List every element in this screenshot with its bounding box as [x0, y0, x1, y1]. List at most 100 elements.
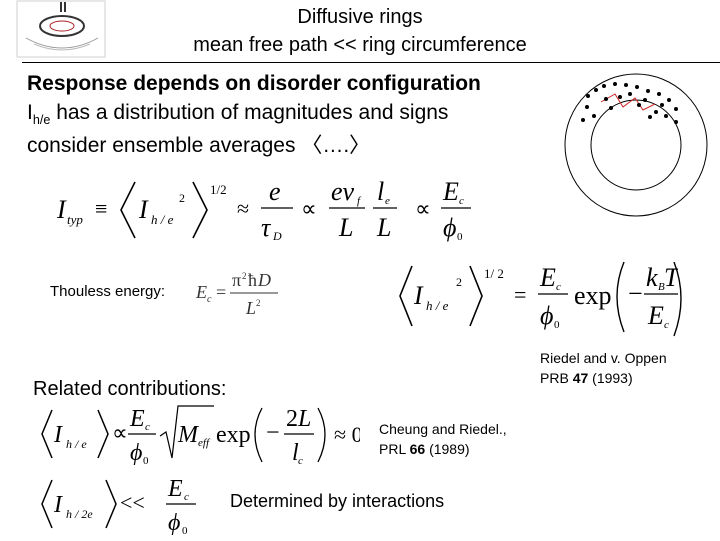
svg-text:ϕ: ϕ	[130, 440, 142, 466]
thouless-label: Thouless energy:	[50, 283, 166, 300]
svg-text:D: D	[272, 229, 282, 243]
svg-text:=: =	[514, 282, 526, 307]
slide-title-line2: mean free path << ring circumference	[193, 34, 527, 56]
svg-text:h / e: h / e	[426, 298, 449, 313]
disorder-statement: Response depends on disorder configurati…	[27, 72, 481, 95]
svg-text:≡: ≡	[95, 196, 107, 221]
related-contributions-label: Related contributions:	[33, 378, 227, 400]
distribution-statement: Ih/e has a distribution of magnitudes an…	[27, 101, 448, 127]
impurity-dots	[581, 82, 678, 124]
svg-text:2: 2	[286, 406, 298, 432]
svg-text:ϕ: ϕ	[443, 213, 456, 242]
riedel-oppen-authors: Riedel and v. Oppen	[540, 350, 667, 366]
svg-text:I: I	[53, 422, 63, 448]
svg-text:h / e: h / e	[151, 212, 174, 227]
svg-text:2: 2	[256, 298, 261, 308]
current-symbol: I	[27, 101, 33, 124]
svg-text:ϕ: ϕ	[168, 510, 180, 536]
svg-text:0: 0	[457, 231, 463, 243]
cheung-year: (1989)	[425, 441, 470, 457]
riedel-journal-name: PRB	[540, 370, 573, 386]
svg-text:c: c	[207, 294, 212, 305]
svg-text:c: c	[459, 195, 464, 207]
cheung-volume: 66	[409, 441, 426, 457]
svg-text:L: L	[245, 298, 256, 318]
svg-text:ev: ev	[331, 177, 355, 206]
svg-text:k: k	[646, 263, 658, 292]
svg-text:L: L	[338, 213, 353, 242]
svg-text:≈: ≈	[237, 196, 249, 221]
svg-text:I: I	[413, 281, 424, 310]
svg-text:E: E	[195, 282, 207, 302]
logo-image	[16, 0, 106, 58]
riedel-year: (1993)	[588, 370, 633, 386]
svg-text:f: f	[357, 195, 362, 207]
svg-text:exp: exp	[216, 422, 251, 448]
cheung-journal-name: PRL	[379, 441, 410, 457]
svg-text:∝: ∝	[301, 196, 317, 221]
svg-text:∝: ∝	[112, 420, 128, 445]
riedel-oppen-journal: PRB 47 (1993)	[540, 368, 667, 388]
svg-text:eff: eff	[198, 437, 211, 449]
svg-text:l: l	[377, 177, 384, 206]
svg-text:2: 2	[179, 191, 185, 205]
cheung-riedel-journal: PRL 66 (1989)	[379, 439, 507, 459]
svg-text:T: T	[664, 263, 678, 292]
svg-text:τ: τ	[261, 213, 272, 242]
svg-text:<<: <<	[120, 490, 145, 515]
svg-text:ϕ: ϕ	[540, 301, 553, 330]
svg-text:e: e	[385, 195, 390, 207]
temperature-formula-close-paren	[673, 262, 682, 337]
svg-text:=: =	[216, 282, 226, 302]
svg-text:h / e: h / e	[66, 437, 87, 451]
ring-disorder-diagram	[564, 73, 708, 217]
svg-text:c: c	[298, 455, 303, 467]
svg-text:I: I	[56, 195, 67, 224]
svg-text:≈ 0: ≈ 0	[334, 422, 360, 447]
svg-text:c: c	[145, 421, 150, 433]
svg-text:π: π	[232, 270, 241, 290]
svg-text:ħ: ħ	[248, 270, 257, 290]
svg-text:E: E	[539, 263, 556, 292]
svg-text:0: 0	[143, 455, 149, 467]
svg-text:−: −	[628, 279, 643, 308]
svg-text:E: E	[442, 177, 459, 206]
svg-text:typ: typ	[67, 212, 83, 227]
riedel-volume: 47	[572, 370, 589, 386]
svg-text:I: I	[138, 195, 149, 224]
svg-text:l: l	[292, 440, 299, 466]
svg-text:M: M	[177, 422, 200, 448]
interactions-label: Determined by interactions	[230, 491, 445, 511]
svg-text:c: c	[664, 319, 669, 331]
svg-text:exp: exp	[574, 281, 612, 310]
svg-text:2: 2	[242, 271, 247, 281]
title-divider	[22, 62, 720, 63]
svg-text:E: E	[167, 476, 183, 502]
distribution-text: has a distribution of magnitudes and sig…	[50, 101, 449, 124]
svg-text:D: D	[257, 270, 271, 290]
svg-text:c: c	[556, 281, 561, 293]
svg-text:e: e	[269, 177, 281, 206]
diffusive-path	[600, 93, 656, 111]
svg-text:L: L	[376, 213, 391, 242]
svg-text:h / 2e: h / 2e	[66, 507, 93, 521]
svg-text:L: L	[297, 406, 311, 432]
current-subscript: h/e	[32, 113, 51, 128]
svg-text:B: B	[658, 281, 665, 293]
riedel-oppen-reference: Riedel and v. Oppen PRB 47 (1993)	[540, 348, 667, 388]
svg-text:1/ 2: 1/ 2	[484, 266, 504, 281]
slide-title-line1: Diffusive rings	[297, 6, 423, 28]
svg-text:2: 2	[456, 275, 462, 289]
svg-text:E: E	[129, 406, 145, 432]
svg-text:−: −	[266, 420, 280, 446]
ensemble-statement: consider ensemble averages 〈….〉	[27, 134, 371, 157]
cheung-riedel-reference: Cheung and Riedel., PRL 66 (1989)	[379, 419, 507, 459]
svg-text:∝: ∝	[415, 196, 431, 221]
svg-text:E: E	[647, 301, 664, 330]
svg-text:0: 0	[182, 525, 188, 536]
